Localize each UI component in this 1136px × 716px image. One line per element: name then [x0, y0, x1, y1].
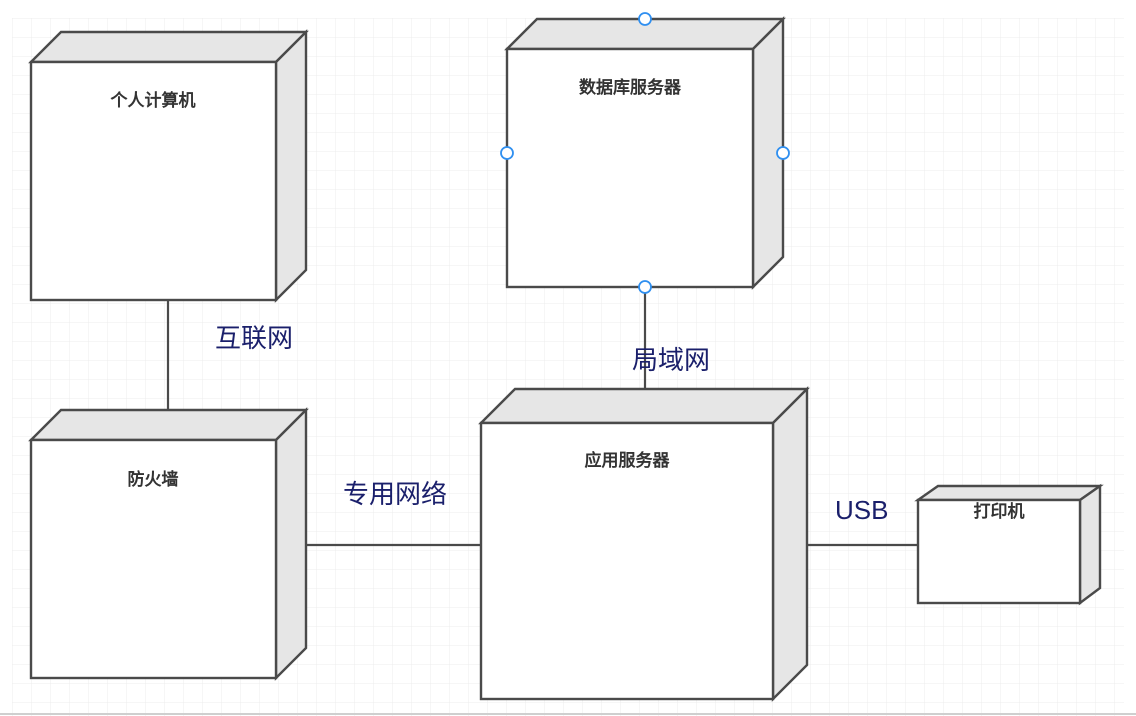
edge-lan-label: 局域网 — [632, 346, 710, 376]
resize-handle-bottom[interactable] — [638, 280, 652, 294]
edge-internet-label: 互联网 — [215, 324, 293, 354]
node-pc-label: 个人计算机 — [110, 90, 196, 111]
edge-private-network-label: 专用网络 — [343, 480, 447, 510]
node-app-server-label: 应用服务器 — [585, 450, 671, 471]
node-firewall[interactable]: 防火墙 — [28, 407, 309, 681]
node-app-server-side — [771, 386, 809, 702]
edge-usb-label: USB — [835, 495, 888, 525]
resize-handle-top[interactable] — [638, 12, 652, 26]
node-firewall-label: 防火墙 — [128, 469, 179, 490]
node-pc-side — [274, 29, 308, 303]
node-app-server-front — [479, 421, 775, 701]
node-firewall-top — [28, 408, 309, 442]
node-pc-front — [29, 60, 278, 302]
node-app-server[interactable]: 应用服务器 — [478, 386, 810, 702]
node-pc[interactable]: 个人计算机 — [28, 29, 309, 303]
node-db-server-front — [505, 47, 755, 289]
resize-handle-right[interactable] — [776, 146, 790, 160]
node-firewall-front — [29, 438, 278, 680]
node-printer[interactable]: 打印机 — [914, 483, 1104, 606]
node-printer-top — [914, 484, 1104, 502]
resize-handle-left[interactable] — [500, 146, 514, 160]
node-printer-label: 打印机 — [974, 501, 1025, 522]
node-app-server-top — [478, 387, 810, 425]
node-pc-top — [28, 30, 309, 64]
node-printer-side — [1078, 483, 1102, 606]
node-db-server-label: 数据库服务器 — [579, 77, 682, 98]
node-printer-front — [916, 498, 1082, 605]
node-db-server[interactable]: 数据库服务器 — [500, 12, 790, 294]
node-firewall-side — [274, 407, 308, 681]
